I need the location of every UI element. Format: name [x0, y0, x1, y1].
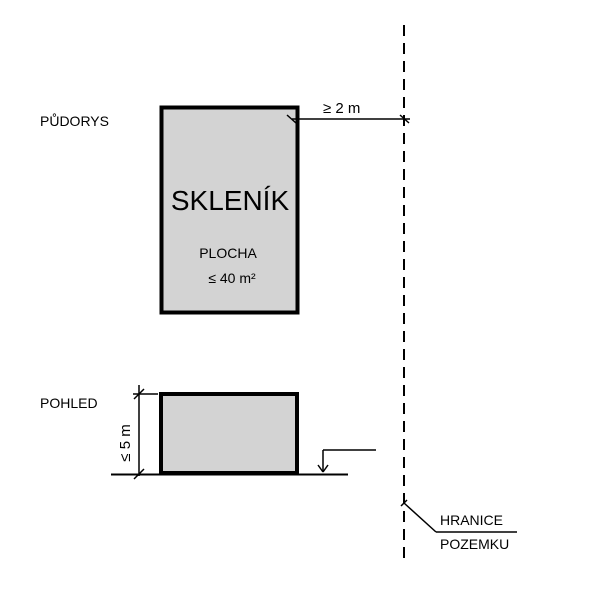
greenhouse-title: SKLENÍK [171, 185, 290, 216]
greenhouse-plan-rect [159, 105, 300, 315]
boundary-label-line2: POZEMKU [440, 536, 509, 552]
boundary-leader [400, 499, 517, 533]
ground-level-marker [317, 449, 376, 473]
elevation-view-label: POHLED [40, 395, 98, 411]
boundary-label-line1: HRANICE [440, 512, 503, 528]
plan-view-label: PŮDORYS [40, 112, 109, 129]
area-label: PLOCHA [199, 245, 257, 261]
height-dimension [133, 385, 158, 480]
height-label: ≤ 5 m [117, 424, 134, 461]
distance-label: ≥ 2 m [323, 100, 360, 117]
greenhouse-elevation-rect [159, 392, 299, 475]
area-value: ≤ 40 m² [208, 270, 256, 286]
